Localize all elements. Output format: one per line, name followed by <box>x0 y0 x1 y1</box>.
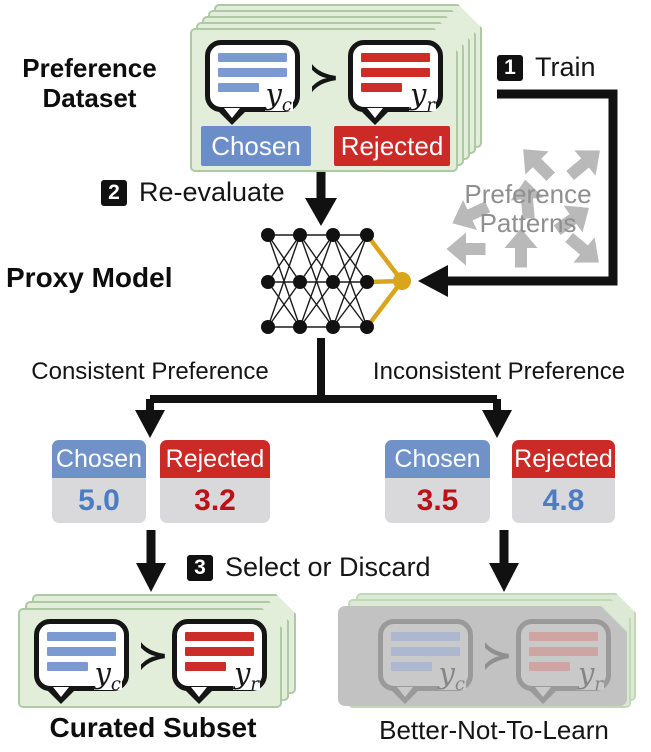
text-line <box>391 662 432 671</box>
step-1-badge-icon: 1 <box>497 54 523 81</box>
text-line <box>361 83 402 92</box>
rejected-score-header: Rejected <box>160 440 270 478</box>
chosen-score-value: 3.5 <box>416 483 459 517</box>
rejected-score-box: Rejected 4.8 <box>512 440 615 523</box>
yc-label: yc <box>438 656 465 695</box>
step-1-label: Train <box>535 52 596 82</box>
step-reevaluate: 2 Re-evaluate <box>101 177 285 208</box>
step-2-label: Re-evaluate <box>139 177 285 207</box>
chosen-response-bubble-muted: yc <box>378 619 473 691</box>
train-arrow <box>418 89 618 297</box>
text-line <box>47 662 88 671</box>
rejected-score-value: 4.8 <box>542 483 585 517</box>
rejected-score-box: Rejected 3.2 <box>160 440 270 523</box>
step-train: 1 Train <box>497 52 596 83</box>
preferred-over-symbol: ≻ <box>481 633 513 677</box>
text-line <box>361 68 430 77</box>
better-not-to-learn-label: Better-Not-To-Learn <box>379 715 609 745</box>
select-discard-arrows <box>136 530 519 592</box>
chosen-score-value: 5.0 <box>78 483 120 517</box>
yr-label: yr <box>578 656 603 695</box>
consistent-preference-label: Consistent Preference <box>31 358 269 385</box>
curated-subset-title: Curated Subset <box>49 712 257 743</box>
yc-label: yc <box>94 656 121 695</box>
rejected-response-bubble: yr <box>172 619 267 691</box>
reevaluate-arrow <box>305 169 337 226</box>
text-line <box>529 647 598 656</box>
curated-card: yc ≻ yr <box>18 608 282 708</box>
text-line <box>361 53 430 62</box>
dataset-card: yc ≻ yr Chosen Rejected <box>190 28 458 172</box>
chosen-score-header: Chosen <box>52 440 146 478</box>
text-line <box>218 53 287 62</box>
text-line <box>529 662 570 671</box>
text-line <box>218 83 259 92</box>
preferred-over-symbol: ≻ <box>308 55 340 99</box>
yr-label: yr <box>234 656 259 695</box>
discard-card: yc ≻ yr <box>338 606 627 706</box>
step-3-badge-icon: 3 <box>187 554 213 581</box>
text-line <box>218 68 287 77</box>
yc-label: yc <box>265 77 292 116</box>
preference-patterns-label: Preference Patterns <box>464 179 592 238</box>
inconsistent-preference-label: Inconsistent Preference <box>372 358 626 385</box>
chosen-response-bubble: yc <box>205 40 300 112</box>
inconsistent-score-pair: Chosen 3.5 Rejected 4.8 <box>385 440 615 523</box>
consistent-score-pair: Chosen 5.0 Rejected 3.2 <box>52 440 270 523</box>
text-line <box>185 647 254 656</box>
rejected-tag: Rejected <box>334 126 450 166</box>
step-select-or-discard: 3 Select or Discard <box>187 552 431 583</box>
proxy-model-title: Proxy Model <box>6 262 173 293</box>
text-line <box>47 632 116 641</box>
text-line <box>185 662 226 671</box>
text-line <box>47 647 116 656</box>
rejected-response-bubble-muted: yr <box>516 619 611 691</box>
preferred-over-symbol: ≻ <box>137 633 169 677</box>
chosen-tag: Chosen <box>201 126 311 166</box>
yr-label: yr <box>410 77 435 116</box>
rejected-score-header: Rejected <box>512 440 615 478</box>
chosen-score-box: Chosen 5.0 <box>52 440 146 523</box>
text-line <box>529 632 598 641</box>
text-line <box>391 647 460 656</box>
chosen-score-header: Chosen <box>385 440 490 478</box>
preference-dataset-title: Preference Dataset <box>22 53 157 114</box>
rejected-response-bubble: yr <box>348 40 443 112</box>
chosen-score-box: Chosen 3.5 <box>385 440 490 523</box>
text-line <box>391 632 460 641</box>
rejected-score-value: 3.2 <box>194 483 236 517</box>
chosen-response-bubble: yc <box>34 619 129 691</box>
step-3-label: Select or Discard <box>225 552 431 582</box>
text-line <box>185 632 254 641</box>
branch-arrows <box>135 338 512 438</box>
proxy-network-icon <box>261 228 411 334</box>
step-2-badge-icon: 2 <box>101 179 127 206</box>
